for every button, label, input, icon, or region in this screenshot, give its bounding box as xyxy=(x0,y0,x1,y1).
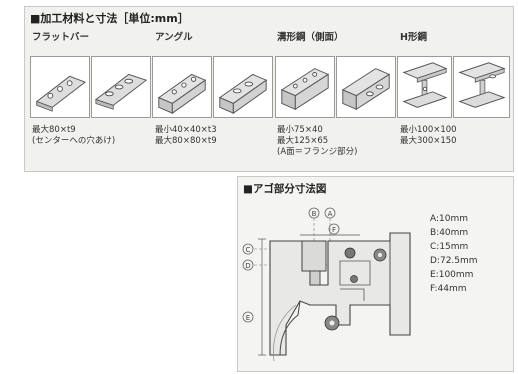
jaw-legend: A:10mm B:40mm C:15mm D:72.5mm E:100mm F:… xyxy=(430,212,478,296)
angle-image-1 xyxy=(152,56,212,118)
flat-bar-image-2 xyxy=(91,56,151,118)
h-beam-spec-1: 最小100×100 xyxy=(400,125,457,135)
flat-bar-image-1 xyxy=(30,56,90,118)
legend-c: C:15mm xyxy=(430,242,469,252)
h-beam-title: H形鋼 xyxy=(400,32,427,43)
callout-e: E xyxy=(242,311,254,323)
callout-f-label: F xyxy=(332,226,336,234)
channel-spec-2: 最大125×65 xyxy=(277,136,329,146)
callout-b: B xyxy=(308,207,320,219)
callout-a-label: A xyxy=(328,210,333,218)
callout-e-label: E xyxy=(246,314,250,322)
h-beam-image-1 xyxy=(397,56,452,118)
callout-c-label: C xyxy=(246,246,251,254)
callout-c: C xyxy=(242,243,254,255)
legend-f: F:44mm xyxy=(430,284,467,294)
callout-f: F xyxy=(328,223,340,235)
angle-title: アングル xyxy=(155,32,193,43)
callout-a: A xyxy=(324,207,336,219)
h-beam-spec-2: 最大300×150 xyxy=(400,136,457,146)
legend-b: B:40mm xyxy=(430,228,469,238)
channel-image-2 xyxy=(336,56,396,118)
callout-b-label: B xyxy=(312,210,317,218)
channel-spec-1: 最小75×40 xyxy=(277,125,323,135)
jaw-title: ■アゴ部分寸法図 xyxy=(243,183,327,195)
materials-title: ■加工材料と寸法［単位:mm］ xyxy=(30,12,189,25)
angle-spec-1: 最小40×40×t3 xyxy=(155,125,217,135)
flat-bar-title: フラットバー xyxy=(32,32,90,43)
channel-spec-3: (A面＝フランジ部分) xyxy=(277,147,358,157)
channel-title: 溝形鋼（側面） xyxy=(277,32,344,43)
channel-image-1 xyxy=(275,56,335,118)
jaw-dimension-diagram: B A C D E F xyxy=(240,205,426,370)
callout-d: D xyxy=(242,259,254,271)
flat-bar-spec-2: (センターへの穴あけ) xyxy=(32,136,116,146)
h-beam-image-2 xyxy=(453,56,510,118)
angle-spec-2: 最大80×80×t9 xyxy=(155,136,217,146)
callout-d-label: D xyxy=(245,262,250,270)
flat-bar-spec-1: 最大80×t9 xyxy=(32,125,76,135)
legend-d: D:72.5mm xyxy=(430,256,478,266)
angle-image-2 xyxy=(213,56,273,118)
legend-e: E:100mm xyxy=(430,270,474,280)
legend-a: A:10mm xyxy=(430,214,469,224)
